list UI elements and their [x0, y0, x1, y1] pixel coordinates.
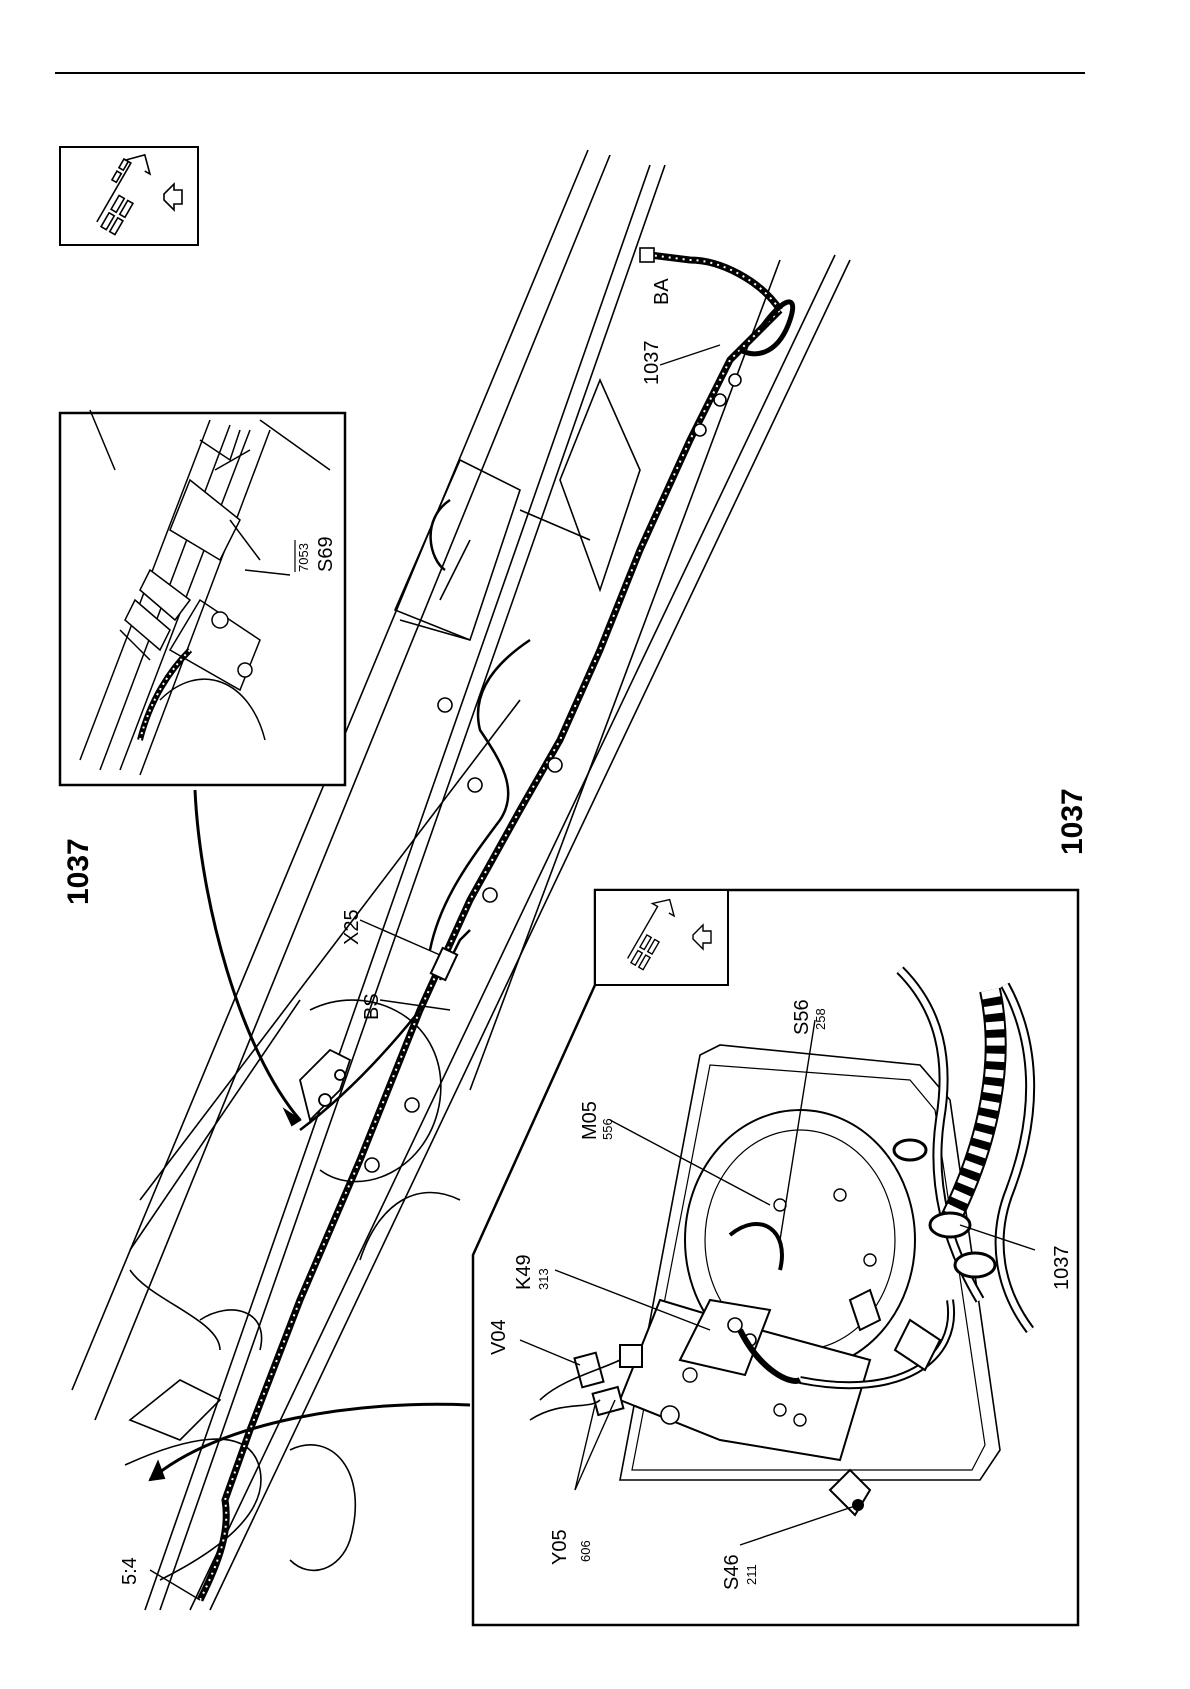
label-y05: Y05 — [549, 1529, 571, 1565]
label-5-4: 5:4 — [119, 1557, 141, 1585]
label-s69-ref: 7053 — [296, 543, 311, 572]
label-s46-ref: 211 — [744, 1564, 759, 1585]
inset-s69: S69 7053 — [60, 410, 345, 785]
inset-main: M05 556 S56 258 K49 313 V04 Y05 606 S46 … — [473, 890, 1078, 1625]
diagram-number-main: 1037 — [62, 838, 95, 905]
label-y05-ref: 606 — [578, 1540, 593, 1562]
label-s56-ref: 258 — [813, 1008, 828, 1030]
label-m05: M05 — [579, 1101, 601, 1140]
label-m05-ref: 556 — [600, 1118, 615, 1140]
truck-orientation-icon — [60, 147, 198, 245]
label-1037-top: 1037 — [641, 341, 663, 386]
label-1037-bottom: 1037 — [1051, 1246, 1073, 1291]
arrow-inset-main — [150, 1404, 470, 1480]
leader-1037-top — [660, 345, 720, 365]
label-bs: BS — [361, 993, 383, 1020]
label-x25: X25 — [341, 909, 363, 945]
leader-5-4 — [150, 1570, 200, 1600]
label-s46: S46 — [721, 1554, 743, 1590]
label-s69: S69 — [315, 536, 337, 572]
diagram-number-right: 1037 — [1056, 788, 1089, 855]
label-k49: K49 — [513, 1254, 535, 1290]
label-s56: S56 — [791, 999, 813, 1035]
arrow-inset-main-head — [150, 1462, 164, 1480]
label-k49-ref: 313 — [536, 1268, 551, 1290]
label-ba: BA — [651, 278, 673, 305]
inset-orientation-icon — [595, 890, 728, 985]
label-v04: V04 — [488, 1319, 510, 1355]
